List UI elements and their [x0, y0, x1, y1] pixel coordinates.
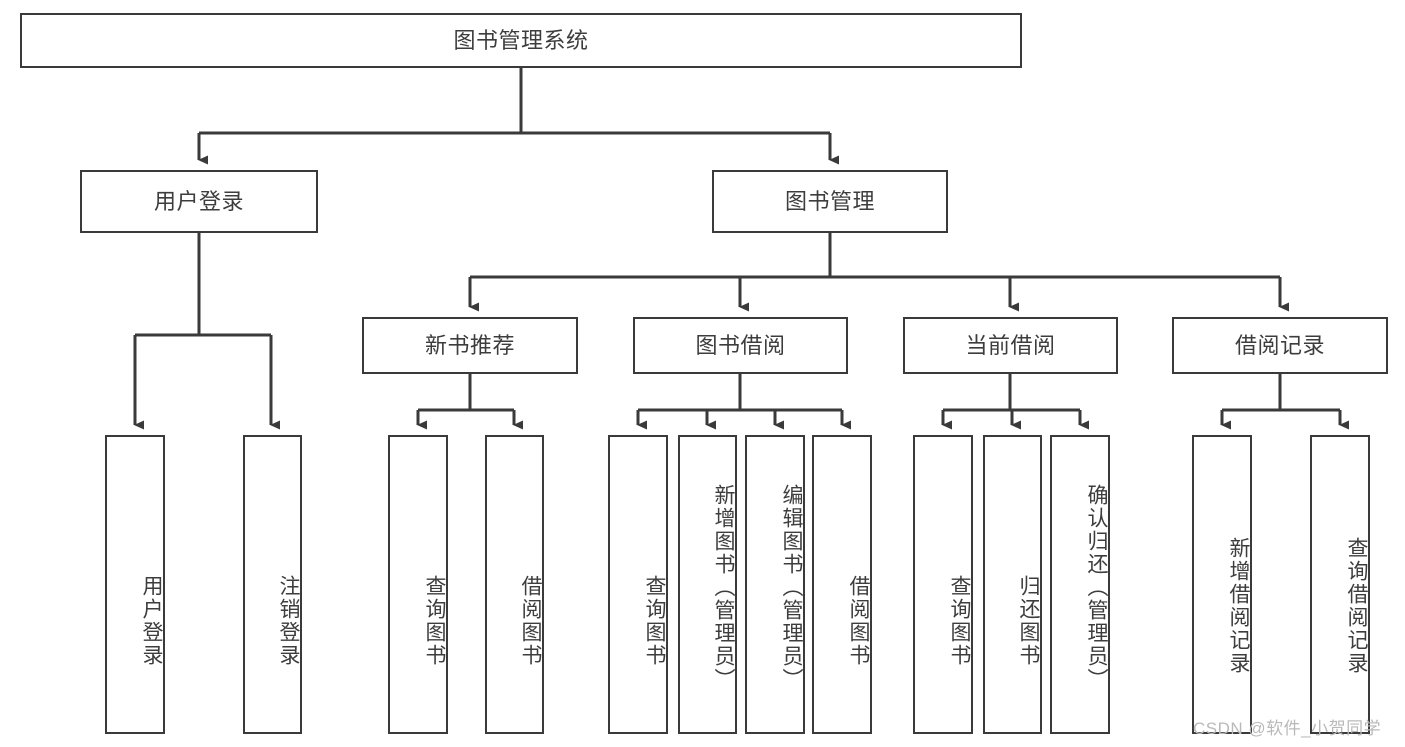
leaf-logout-label: 注销登录: [277, 574, 300, 667]
leaf-query-borrow-record[interactable]: 查询借阅记录: [1310, 435, 1370, 734]
node-new-book-recommend-label: 新书推荐: [424, 332, 515, 358]
leaf-query-borrow-record-label: 查询借阅记录: [1345, 536, 1368, 675]
leaf-add-book-admin-label: 新增图书（管理员）: [712, 484, 735, 691]
node-user-login[interactable]: 用户登录: [80, 170, 318, 233]
leaf-add-borrow-record-label: 新增借阅记录: [1227, 536, 1250, 675]
leaf-borrow-book-recommend[interactable]: 借阅图书: [485, 435, 544, 734]
node-new-book-recommend[interactable]: 新书推荐: [362, 317, 578, 374]
leaf-query-book-recommend[interactable]: 查询图书: [388, 435, 448, 734]
node-book-borrow[interactable]: 图书借阅: [633, 317, 848, 374]
leaf-logout[interactable]: 注销登录: [243, 435, 302, 734]
leaf-edit-book-admin-label: 编辑图书（管理员）: [780, 484, 803, 691]
leaf-query-book-current[interactable]: 查询图书: [913, 435, 973, 734]
node-root[interactable]: 图书管理系统: [20, 13, 1022, 68]
node-current-borrow-label: 当前借阅: [965, 332, 1056, 358]
leaf-edit-book-admin[interactable]: 编辑图书（管理员）: [745, 435, 805, 734]
node-user-login-label: 用户登录: [153, 188, 244, 214]
node-root-label: 图书管理系统: [453, 27, 589, 53]
leaf-query-book-borrow-label: 查询图书: [643, 574, 666, 667]
node-borrow-record[interactable]: 借阅记录: [1172, 317, 1388, 374]
node-book-borrow-label: 图书借阅: [695, 332, 786, 358]
leaf-query-book-borrow[interactable]: 查询图书: [608, 435, 668, 734]
node-borrow-record-label: 借阅记录: [1234, 332, 1325, 358]
leaf-add-borrow-record[interactable]: 新增借阅记录: [1192, 435, 1252, 734]
node-current-borrow[interactable]: 当前借阅: [903, 317, 1118, 374]
node-book-management-label: 图书管理: [784, 188, 875, 214]
leaf-query-book-recommend-label: 查询图书: [423, 574, 446, 667]
leaf-borrow-book[interactable]: 借阅图书: [812, 435, 872, 734]
leaf-borrow-book-label: 借阅图书: [847, 574, 870, 667]
leaf-query-book-current-label: 查询图书: [948, 574, 971, 667]
leaf-user-login[interactable]: 用户登录: [105, 435, 165, 734]
leaf-confirm-return-admin[interactable]: 确认归还（管理员）: [1050, 435, 1110, 734]
leaf-return-book-label: 归还图书: [1017, 574, 1040, 667]
leaf-borrow-book-recommend-label: 借阅图书: [519, 574, 542, 667]
leaf-return-book[interactable]: 归还图书: [983, 435, 1042, 734]
leaf-user-login-label: 用户登录: [140, 574, 163, 667]
leaf-confirm-return-admin-label: 确认归还（管理员）: [1085, 484, 1108, 691]
leaf-add-book-admin[interactable]: 新增图书（管理员）: [678, 435, 737, 734]
csdn-watermark: CSDN @软件_小贺同学: [1193, 719, 1382, 738]
node-book-management[interactable]: 图书管理: [712, 170, 948, 233]
